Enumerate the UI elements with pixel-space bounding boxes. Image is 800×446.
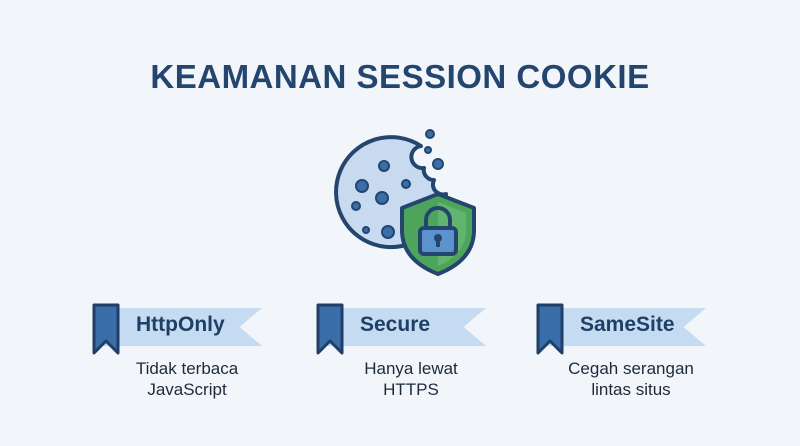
feature-samesite: SameSite Cegah serangan lintas situs <box>536 303 726 413</box>
ribbon-banner <box>102 308 262 346</box>
ribbon-banner <box>326 308 486 346</box>
feature-description: Tidak terbaca JavaScript <box>135 359 239 399</box>
cookie-shield-illustration <box>334 129 476 276</box>
shield-lock-icon <box>400 192 476 276</box>
page-title: KEAMANAN SESSION COOKIE <box>150 58 650 95</box>
bookmark-icon <box>536 303 564 355</box>
feature-label: HttpOnly <box>136 313 225 336</box>
feature-secure: Secure Hanya lewat HTTPS <box>316 303 506 413</box>
ribbon-banner <box>546 308 706 346</box>
feature-label: SameSite <box>580 313 675 336</box>
bookmark-icon <box>316 303 344 355</box>
bookmark-icon <box>92 303 120 355</box>
feature-httponly: HttpOnly Tidak terbaca JavaScript <box>92 303 282 413</box>
feature-label: Secure <box>360 313 431 336</box>
feature-description: Cegah serangan lintas situs <box>568 359 694 399</box>
feature-description: Hanya lewat HTTPS <box>364 359 458 399</box>
